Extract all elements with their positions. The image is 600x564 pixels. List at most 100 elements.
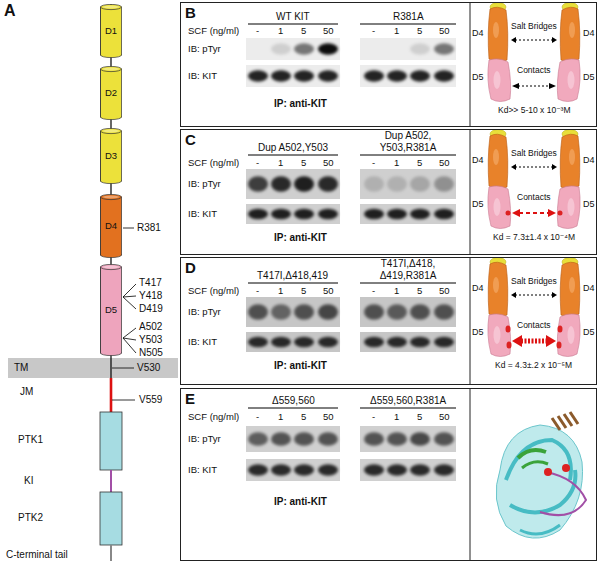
domain-label: D1 xyxy=(105,26,117,37)
receptor-left xyxy=(488,3,511,102)
blot-band xyxy=(294,432,314,446)
double-arrow xyxy=(515,295,553,296)
blot-band xyxy=(294,43,314,54)
lane-label: - xyxy=(256,158,259,169)
arrow-head xyxy=(512,335,522,347)
domain-surface xyxy=(488,59,511,102)
domain-label: D5 xyxy=(583,327,595,337)
blot-band xyxy=(410,43,430,54)
blot-band xyxy=(318,70,338,81)
receptor-pair xyxy=(488,3,580,102)
lane-label: 1 xyxy=(278,26,283,37)
double-arrow xyxy=(518,86,550,87)
domain-label: D5 xyxy=(105,305,117,316)
cylinder-cap xyxy=(101,4,122,9)
header-underline xyxy=(360,24,456,25)
lane-label: 5 xyxy=(417,412,422,423)
panel-letter: B xyxy=(185,4,196,21)
blot-strip xyxy=(360,459,456,481)
cylinder-fill xyxy=(101,69,121,117)
double-arrow xyxy=(519,212,549,214)
kinase-box xyxy=(100,412,122,470)
column-header: Dup A502, Y503,R381A xyxy=(366,130,450,153)
lane-label: - xyxy=(372,26,375,37)
lane-label: - xyxy=(372,286,375,297)
blot-band xyxy=(271,43,291,54)
blot-band xyxy=(294,70,314,81)
domain-label: D3 xyxy=(105,151,117,162)
cylinder-shine xyxy=(103,130,119,133)
arrow-head xyxy=(549,83,556,89)
lane-label: 5 xyxy=(417,286,422,297)
region-label: C-terminal tail xyxy=(6,549,68,561)
domain-surface xyxy=(560,262,580,317)
receptor-left xyxy=(488,258,512,357)
blot-band xyxy=(364,70,384,81)
tail-line xyxy=(110,545,112,561)
blot-strip xyxy=(360,65,456,87)
ip-label: IP: anti-KIT xyxy=(274,232,327,244)
domain-surface xyxy=(557,59,580,102)
lane-label: 50 xyxy=(439,26,450,37)
panel-dividers xyxy=(470,2,471,561)
column-header: T417I,Δ418,419 xyxy=(257,270,328,282)
blot-band xyxy=(364,432,384,446)
surface-highlight xyxy=(569,22,575,38)
column-header: R381A xyxy=(393,11,424,23)
domain-label: D4 xyxy=(472,283,484,293)
cylinder-shine xyxy=(103,266,119,269)
blot-strip xyxy=(246,332,340,352)
surface-highlight xyxy=(494,326,501,344)
blot-band xyxy=(434,176,454,192)
domain-cylinder: D3 xyxy=(100,128,122,184)
blot-strip xyxy=(246,38,340,60)
cylinder-body xyxy=(101,197,122,255)
lane-label: - xyxy=(372,158,375,169)
blot-strip xyxy=(360,169,456,199)
blot-band xyxy=(294,176,314,192)
blot-band xyxy=(248,209,268,219)
juxtamembrane-line xyxy=(110,378,113,412)
residue-label: V530 xyxy=(137,362,160,374)
blot-strip xyxy=(360,426,456,452)
header-underline xyxy=(360,155,456,156)
blot-band xyxy=(248,337,268,347)
lane-label: 5 xyxy=(301,412,306,423)
cylinder-edge xyxy=(100,69,101,117)
header-underline xyxy=(360,283,456,284)
header-underline xyxy=(248,408,338,409)
domain-cylinder: D4 xyxy=(100,194,122,258)
region-label: PTK1 xyxy=(18,434,43,446)
mutation-spot xyxy=(506,211,511,216)
column-header: Dup A502,Y503 xyxy=(258,142,328,154)
arrow-head xyxy=(552,37,557,43)
arrow-head xyxy=(511,37,516,43)
domain-surface xyxy=(488,314,511,357)
domain-cylinder: D1 xyxy=(100,4,122,58)
row-label: IB: pTyr xyxy=(188,179,221,190)
lane-label: - xyxy=(372,412,375,423)
blot-band xyxy=(434,70,454,81)
row-label: IB: KIT xyxy=(188,337,217,348)
cylinder-edge xyxy=(100,7,101,55)
cylinder-cap xyxy=(101,194,122,199)
row-label: SCF (ng/ml) xyxy=(188,412,239,423)
lane-label: 5 xyxy=(301,286,306,297)
lane-label: 1 xyxy=(278,158,283,169)
domain-surface xyxy=(488,7,508,62)
blot-band xyxy=(294,337,314,347)
domain-surface xyxy=(557,314,580,357)
residue-label: N505 xyxy=(139,347,163,359)
mutation-spot xyxy=(506,326,511,333)
arrow-head xyxy=(546,335,556,347)
mutation-spot xyxy=(507,342,512,349)
column-header: Δ559,560,R381A xyxy=(370,395,446,407)
kinase-insert-line xyxy=(110,470,112,492)
blot-band xyxy=(271,176,291,192)
ip-label: IP: anti-KIT xyxy=(274,496,327,508)
double-arrow xyxy=(515,40,553,41)
blot-band xyxy=(318,304,338,320)
domain-label: D4 xyxy=(472,28,484,38)
cylinder-shine xyxy=(103,196,119,199)
residue-label: Y503 xyxy=(139,334,162,346)
